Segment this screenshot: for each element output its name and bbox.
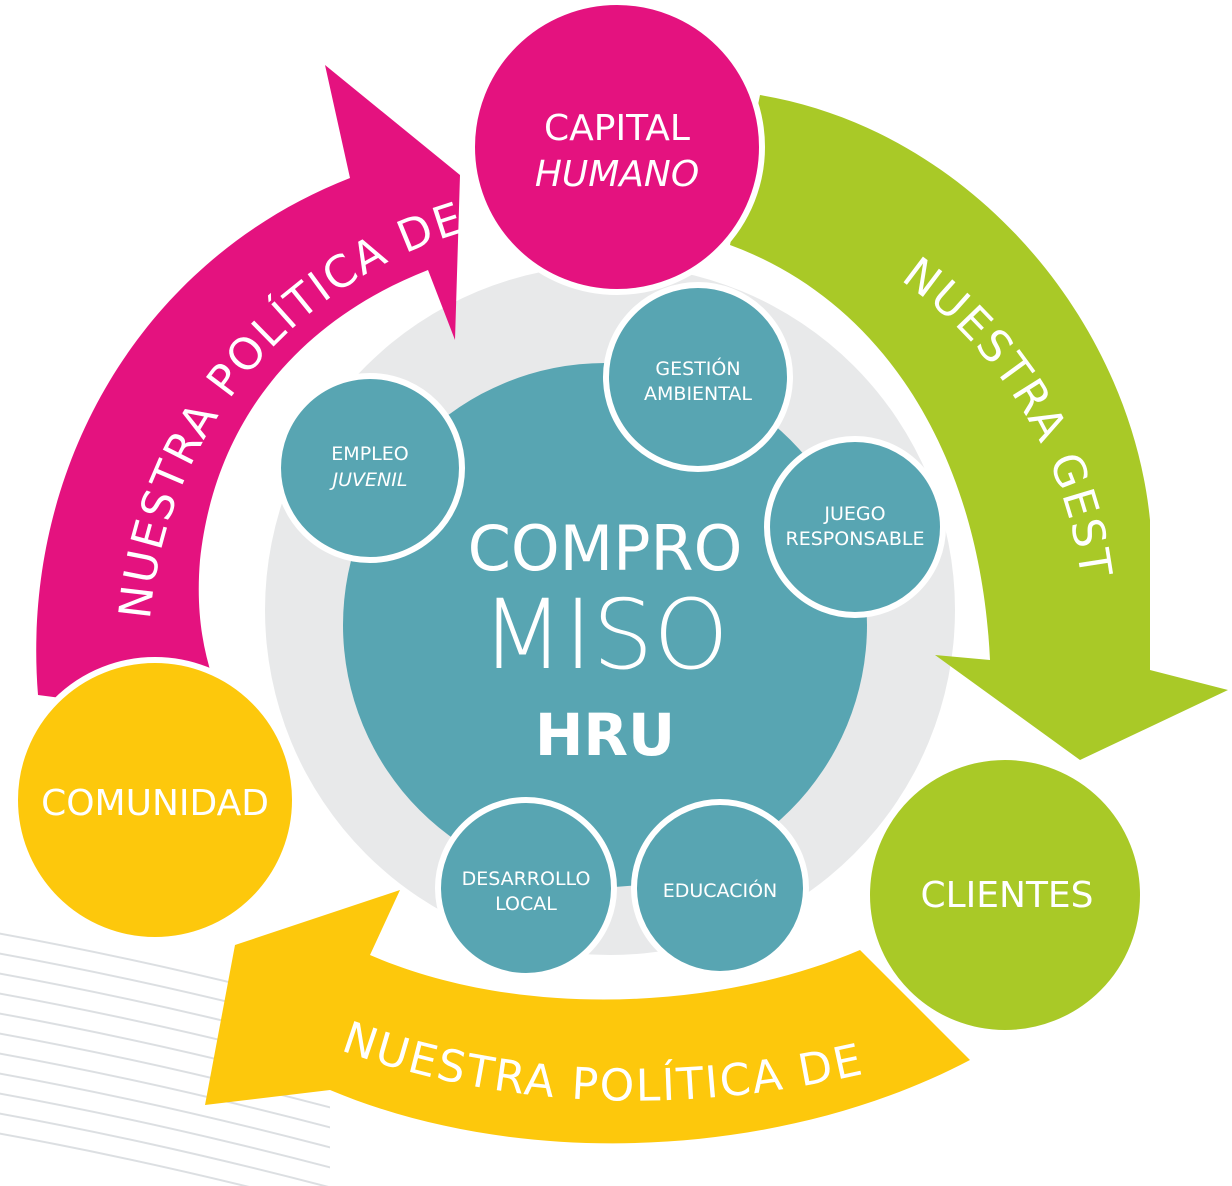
gestion-ambiental-line2: AMBIENTAL: [644, 383, 752, 405]
comunidad-label: COMUNIDAD: [41, 783, 269, 824]
node-clientes: CLIENTES: [864, 754, 1146, 1036]
desarrollo-line1: DESARROLLO: [462, 868, 591, 890]
gestion-arrow: [730, 95, 1228, 760]
empleo-line2: JUVENIL: [329, 469, 408, 491]
rrhh-arrow: [36, 65, 460, 720]
node-comunidad: COMUNIDAD: [12, 657, 298, 943]
capital-line1: CAPITAL: [544, 108, 690, 149]
node-capital-humano: CAPITAL HUMANO: [469, 0, 765, 295]
desarrollo-line2: LOCAL: [495, 893, 557, 915]
clientes-label: CLIENTES: [920, 875, 1093, 916]
center-title-line1: COMPRO: [468, 512, 743, 585]
center-circle: [343, 363, 867, 887]
satellite-gestion-ambiental: GESTIÓN AMBIENTAL: [603, 282, 793, 472]
educacion-label: EDUCACIÓN: [663, 878, 778, 902]
center-title-line2: MISO: [481, 579, 729, 691]
capital-line2: HUMANO: [535, 154, 699, 195]
satellite-educacion: EDUCACIÓN: [631, 799, 809, 977]
juego-line2: RESPONSABLE: [786, 528, 925, 550]
satellite-empleo-juvenil: EMPLEO JUVENIL: [275, 373, 465, 563]
juego-line1: JUEGO: [823, 503, 885, 525]
background-lines: [0, 932, 330, 1186]
satellite-juego-responsable: JUEGO RESPONSABLE: [764, 436, 946, 618]
gestion-ambiental-line1: GESTIÓN: [655, 356, 740, 380]
empleo-line1: EMPLEO: [331, 443, 408, 465]
satellite-desarrollo-local: DESARROLLO LOCAL: [435, 797, 617, 979]
rse-arrow: [205, 890, 970, 1144]
hru-logo: HRU: [535, 701, 675, 769]
